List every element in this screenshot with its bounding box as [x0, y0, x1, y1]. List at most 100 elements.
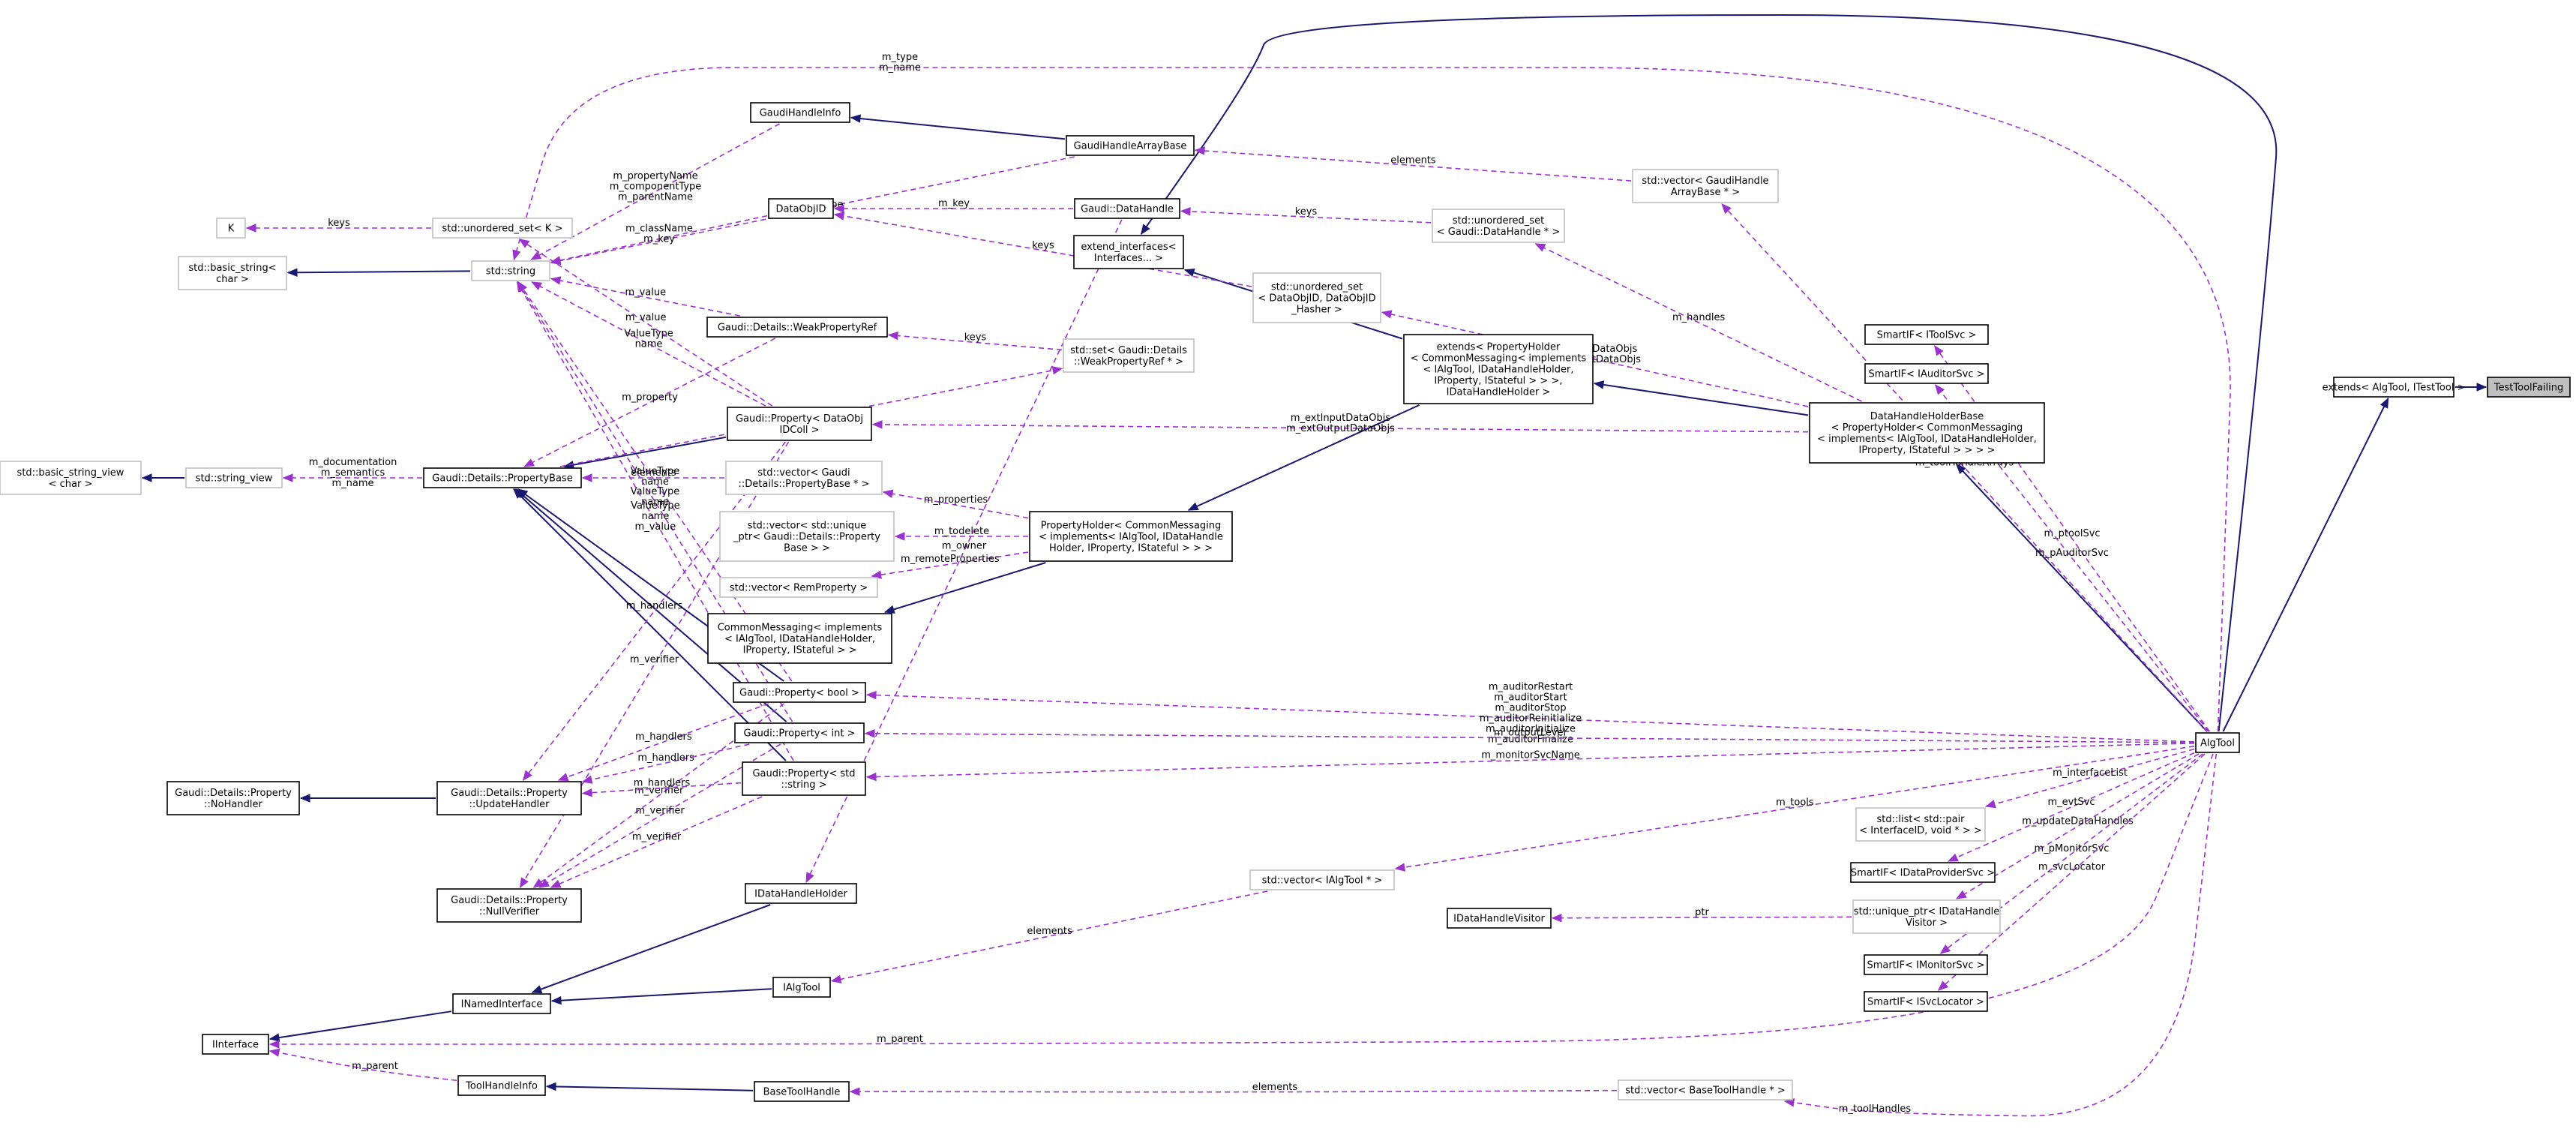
- class-node-property-bool[interactable]: Gaudi::Property< bool >: [733, 682, 866, 703]
- class-node-vector-gaudi-handle-array-base[interactable]: std::vector< GaudiHandleArrayBase * >: [1632, 169, 1779, 203]
- edge-line: [513, 488, 787, 761]
- class-node-smart-ifiauditor-svc[interactable]: SmartIF< IAuditorSvc >: [1864, 363, 1989, 384]
- node-box: [742, 761, 866, 796]
- usage-edge-property-data-obj-idcoll-to-update-handler: m_handlers: [522, 441, 787, 782]
- class-node-property-int[interactable]: Gaudi::Property< int >: [734, 722, 865, 743]
- class-node-basic-string[interactable]: std::basic_string<char >: [178, 256, 287, 290]
- class-node-unordered-set-k[interactable]: std::unordered_set< K >: [432, 218, 573, 239]
- edge-label: m_verifier: [635, 806, 685, 817]
- class-node-property-string[interactable]: Gaudi::Property< std::string >: [742, 761, 866, 796]
- class-node-extends-property-holder[interactable]: extends< PropertyHolder< CommonMessaging…: [1403, 334, 1594, 404]
- node-label-line: CommonMessaging< implements: [718, 623, 883, 634]
- class-node-test-tool-failing[interactable]: TestToolFailing: [2487, 377, 2571, 398]
- class-node-list-pair[interactable]: std::list< std::pair< InterfaceID, void …: [1855, 807, 1986, 842]
- class-node-std-string[interactable]: std::string: [471, 260, 550, 281]
- class-node-vector-base-tool-handle[interactable]: std::vector< BaseToolHandle * >: [1618, 1079, 1793, 1100]
- class-node-vector-ialg-tool[interactable]: std::vector< IAlgTool * >: [1249, 869, 1395, 890]
- usage-edge-vector-gaudi-handle-array-base-to-gaudi-handle-array-base: elements: [1194, 146, 1632, 182]
- class-node-vector-property-base[interactable]: std::vector< Gaudi::Details::PropertyBas…: [725, 461, 883, 495]
- node-box: [1447, 908, 1552, 929]
- class-node-weak-property-ref[interactable]: Gaudi::Details::WeakPropertyRef: [706, 317, 888, 338]
- class-node-smart-ifitool-svc[interactable]: SmartIF< IToolSvc >: [1864, 324, 1989, 345]
- usage-edge-alg-tool-to-property-int: m_outputLevel: [864, 728, 2195, 743]
- edge-arrowhead: [882, 489, 894, 498]
- usage-edge-property-data-obj-idcoll-to-unordered-set-k: m_value: [518, 239, 773, 407]
- class-node-extends-alg-tool[interactable]: extends< AlgTool, ITestTool >: [2323, 377, 2466, 398]
- class-node-tool-handle-info[interactable]: ToolHandleInfo: [457, 1075, 546, 1096]
- class-node-idata-handle-holder[interactable]: IDataHandleHolder: [745, 883, 857, 904]
- class-node-ialg-tool[interactable]: IAlgTool: [772, 977, 831, 998]
- edge-line: [850, 1089, 1618, 1093]
- class-node-unordered-set-data-obj-id[interactable]: std::unordered_set< DataObjID, DataObjID…: [1252, 272, 1381, 323]
- class-node-extend-interfaces[interactable]: extend_interfaces<Interfaces... >: [1073, 235, 1184, 269]
- nodes-layer: TestToolFailing extends< AlgTool, ITestTo…: [0, 102, 2571, 1102]
- inheritance-edge-extends-alg-tool-to-test-tool-failing: [2455, 383, 2488, 392]
- class-node-unique-ptr-visitor[interactable]: std::unique_ptr< IDataHandleVisitor >: [1852, 899, 2001, 934]
- class-node-gaudi-handle-info[interactable]: GaudiHandleInfo: [750, 102, 850, 123]
- node-label-line: std::vector< IAlgTool * >: [1262, 875, 1383, 887]
- edge-arrowhead: [805, 872, 814, 884]
- class-node-smart-ifisvc-locator[interactable]: SmartIF< ISvcLocator >: [1864, 991, 1988, 1012]
- edge-arrowhead: [550, 879, 562, 888]
- edge-line: [1188, 404, 1420, 511]
- class-node-vector-unique-ptr[interactable]: std::vector< std::unique_ptr< Gaudi::Det…: [719, 511, 895, 562]
- edge-arrowhead: [1187, 502, 1199, 511]
- usage-edge-alg-tool-to-smart-ifitool-svc: m_ptoolSvc: [1933, 344, 2210, 732]
- edge-label: m_propertyName: [613, 171, 697, 182]
- node-label-line: < implements< IAlgTool, IDataHandleHolde…: [1817, 434, 2037, 445]
- node-box: [1852, 899, 2001, 934]
- edge-label: m_auditorRestart: [1489, 682, 1573, 693]
- class-node-null-verifier[interactable]: Gaudi::Details::Property::NullVerifier: [436, 888, 582, 923]
- edge-label: m_handlers: [626, 601, 683, 612]
- class-node-iinterface[interactable]: IInterface: [202, 1034, 269, 1055]
- class-node-set-weak-property-ref[interactable]: std::set< Gaudi::Details::WeakPropertyRe…: [1063, 338, 1195, 373]
- usage-edge-alg-tool-to-list-pair: m_interfaceList: [1984, 748, 2195, 809]
- class-node-string-view[interactable]: std::string_view: [185, 467, 283, 488]
- class-node-basic-string-view[interactable]: std::basic_string_view< char >: [0, 461, 142, 495]
- class-node-gaudi-handle-array-base[interactable]: GaudiHandleArrayBase: [1066, 135, 1195, 156]
- node-box: [1864, 954, 1988, 975]
- edge-line: [1535, 243, 1862, 402]
- class-node-property-base[interactable]: Gaudi::Details::PropertyBase: [423, 467, 582, 488]
- class-node-data-obj-id[interactable]: DataObjID: [768, 198, 834, 219]
- class-node-inamed-interface[interactable]: INamedInterface: [452, 993, 551, 1014]
- edge-label: keys: [1032, 240, 1054, 251]
- class-node-smart-ifidata-provider-svc[interactable]: SmartIF< IDataProviderSvc >: [1850, 862, 1996, 883]
- class-node-data-handle-holder-base[interactable]: DataHandleHolderBase< PropertyHolder< Co…: [1809, 402, 2045, 464]
- node-label-line: Gaudi::Details::Property: [451, 895, 568, 906]
- class-node-alg-tool[interactable]: AlgTool: [2195, 732, 2240, 753]
- class-node-k[interactable]: K: [216, 218, 246, 239]
- class-node-vector-rem-property[interactable]: std::vector< RemProperty >: [719, 577, 878, 598]
- usage-edge-vector-ialg-tool-to-ialg-tool: elements: [830, 890, 1268, 983]
- node-label-line: Holder, IProperty, IStateful > > >: [1049, 543, 1213, 554]
- class-node-base-tool-handle[interactable]: BaseToolHandle: [754, 1081, 850, 1102]
- edge-arrowhead: [833, 204, 844, 213]
- class-node-smart-ifimonitor-svc[interactable]: SmartIF< IMonitorSvc >: [1864, 954, 1988, 975]
- node-box: [432, 218, 573, 239]
- class-node-unordered-set-data-handle[interactable]: std::unordered_set< Gaudi::DataHandle * …: [1432, 209, 1565, 243]
- node-label-line: char >: [216, 274, 249, 285]
- node-label-line: ::NoHandler: [204, 799, 262, 810]
- inheritance-edge-data-handle-holder-base-to-extends-property-holder: [1593, 380, 1809, 416]
- edge-arrowhead: [517, 281, 526, 293]
- class-node-update-handler[interactable]: Gaudi::Details::Property::UpdateHandler: [436, 781, 582, 815]
- edge-line: [865, 732, 2195, 743]
- class-node-no-handler[interactable]: Gaudi::Details::Property::NoHandler: [166, 781, 300, 815]
- edge-label: m_auditorStart: [1494, 692, 1567, 704]
- node-label-line: IInterface: [212, 1040, 259, 1051]
- edge-label: elements: [1390, 155, 1436, 167]
- inheritance-edge-alg-tool-to-extend-interfaces: [1140, 14, 2278, 732]
- edge-line: [1721, 203, 2208, 732]
- class-node-idata-handle-visitor[interactable]: IDataHandleVisitor: [1447, 908, 1552, 929]
- class-node-common-messaging[interactable]: CommonMessaging< implements< IAlgTool, I…: [707, 613, 892, 664]
- edge-label: m_semantics: [321, 467, 385, 479]
- edge-line: [532, 904, 771, 993]
- edge-label: m_type: [882, 52, 918, 63]
- node-box: [1074, 198, 1180, 219]
- class-node-property-holder[interactable]: PropertyHolder< CommonMessaging< impleme…: [1029, 511, 1233, 562]
- edge-line: [1956, 464, 2208, 732]
- class-node-gaudi-data-handle[interactable]: Gaudi::DataHandle: [1074, 198, 1180, 219]
